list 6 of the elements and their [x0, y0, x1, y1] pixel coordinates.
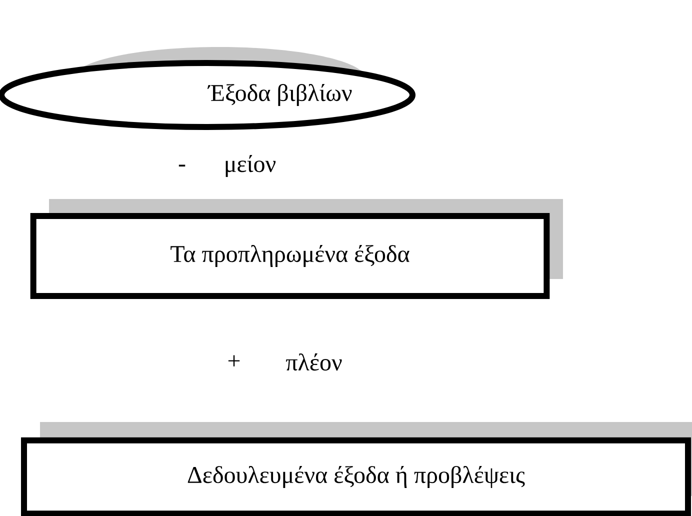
operator-label: πλέον — [286, 353, 342, 371]
process-box: Τα προπληρωμένα έξοδα — [30, 213, 550, 299]
operator-label: μείον — [226, 154, 276, 178]
process-box: Δεδουλευμένα έξοδα ή προβλέψεις — [21, 437, 691, 516]
operator-label: + — [228, 355, 240, 366]
operator-label: - — [178, 164, 186, 166]
